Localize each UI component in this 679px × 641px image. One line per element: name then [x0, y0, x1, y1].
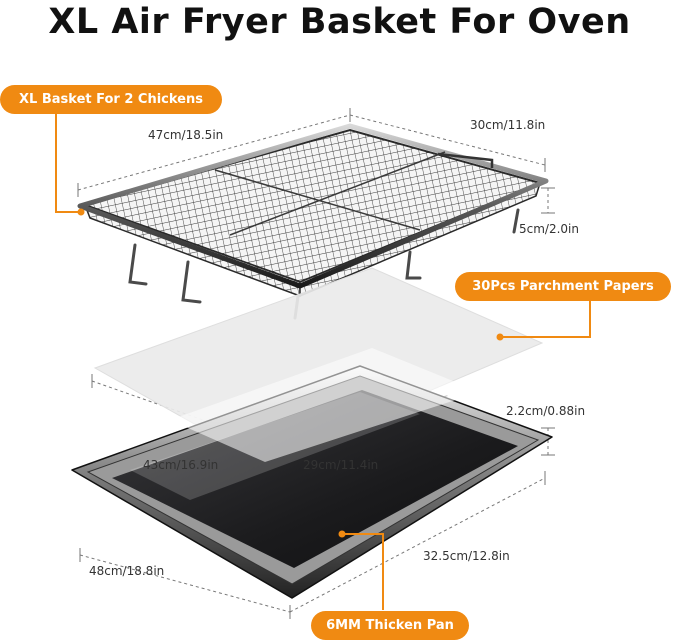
callout-basket: XL Basket For 2 Chickens	[0, 85, 222, 114]
pan-width-label: 32.5cm/12.8in	[423, 549, 510, 563]
basket-length-label: 47cm/18.5in	[148, 128, 224, 142]
paper-width-label: 29cm/11.4in	[303, 458, 379, 472]
pan-height-label: 2.2cm/0.88in	[506, 404, 586, 418]
pan-length-label: 48cm/18.8in	[89, 564, 165, 578]
basket-width-label: 30cm/11.8in	[470, 118, 546, 132]
callout-connectors	[55, 113, 591, 610]
pan	[71, 348, 553, 599]
basket	[77, 123, 549, 320]
page-title: XL Air Fryer Basket For Oven	[48, 2, 631, 42]
callout-papers: 30Pcs Parchment Papers	[455, 272, 671, 301]
paper-length-label: 43cm/16.9in	[143, 458, 219, 472]
callout-pan: 6MM Thicken Pan	[311, 611, 469, 640]
basket-height-label: 5cm/2.0in	[519, 222, 579, 236]
